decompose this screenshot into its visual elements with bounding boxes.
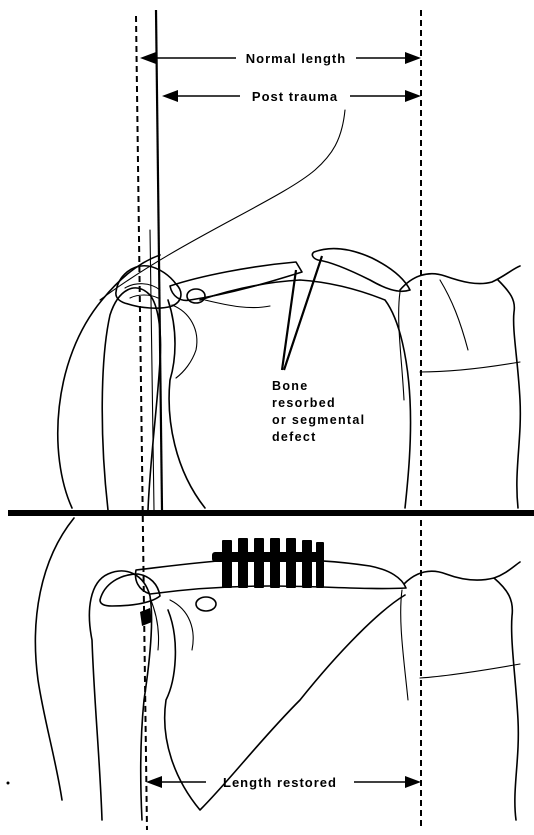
bottom-arm-outline xyxy=(35,518,74,800)
defect-note-line-4: defect xyxy=(272,430,317,444)
fixation-screws xyxy=(222,538,324,588)
post-trauma-dimension: Post trauma xyxy=(162,89,421,104)
top-panel xyxy=(58,110,521,510)
panel-divider xyxy=(8,510,534,516)
defect-note-line-2: resorbed xyxy=(272,396,336,410)
normal-length-label: Normal length xyxy=(246,51,346,66)
top-coracoid xyxy=(187,289,205,303)
top-acromion xyxy=(116,266,181,308)
defect-note-line-3: or segmental xyxy=(272,413,365,427)
normal-length-dimension: Normal length xyxy=(140,51,421,66)
bottom-acromion xyxy=(100,574,160,606)
length-restored-dimension: Length restored xyxy=(146,775,421,790)
defect-note-line-1: Bone xyxy=(272,379,308,393)
bottom-humerus xyxy=(89,571,151,820)
top-sternum xyxy=(400,266,520,290)
left-dashed-reference-line xyxy=(136,16,147,830)
top-medial-clavicle-fragment xyxy=(312,249,410,292)
stray-dot xyxy=(7,782,10,785)
bottom-coracoid xyxy=(196,597,216,611)
post-trauma-label: Post trauma xyxy=(252,89,338,104)
defect-note: Bone resorbed or segmental defect xyxy=(272,379,365,444)
length-restored-label: Length restored xyxy=(223,775,337,790)
